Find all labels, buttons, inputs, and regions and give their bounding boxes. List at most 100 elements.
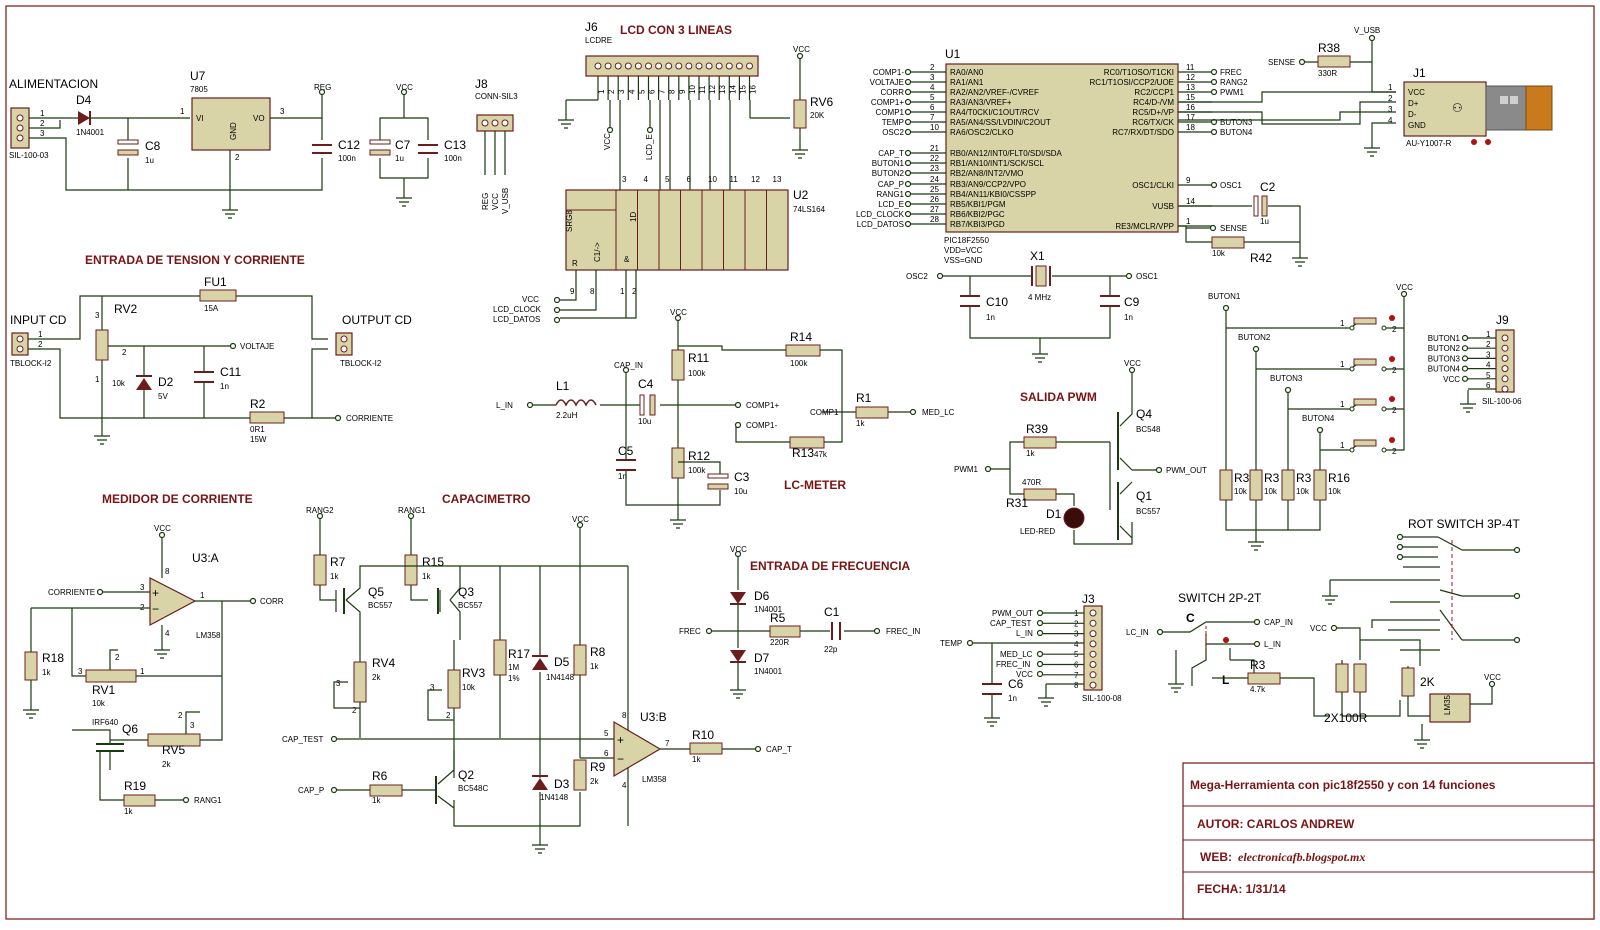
- buttons-section: BUTON1 BUTON2 BUTON3 BUTON4 VCC 12121212…: [1208, 283, 1522, 551]
- svg-text:R3: R3: [1264, 471, 1280, 485]
- mcu-net-label: CAP_P: [878, 180, 904, 189]
- svg-text:13: 13: [718, 85, 727, 94]
- svg-text:R15: R15: [422, 555, 444, 569]
- mcu-net-label: LCD_CLOCK: [856, 210, 905, 219]
- svg-text:COMP1: COMP1: [810, 408, 839, 417]
- svg-text:BUTON1: BUTON1: [1208, 292, 1241, 301]
- svg-text:AU-Y1007-R: AU-Y1007-R: [1406, 139, 1452, 148]
- svg-text:6: 6: [687, 175, 692, 184]
- j9-pin-label: BUTON3: [1428, 354, 1461, 363]
- svg-text:15: 15: [1186, 93, 1195, 102]
- svg-text:ENTRADA DE FRECUENCIA: ENTRADA DE FRECUENCIA: [750, 559, 911, 573]
- svg-text:−: −: [152, 602, 159, 616]
- usb-icon: ⚇: [1452, 101, 1463, 115]
- svg-text:J6: J6: [585, 20, 598, 34]
- svg-text:9: 9: [678, 89, 687, 94]
- svg-text:20K: 20K: [810, 111, 825, 120]
- svg-text:FREC: FREC: [679, 627, 701, 636]
- svg-text:TBLOCK-I2: TBLOCK-I2: [10, 359, 52, 368]
- svg-text:2k: 2k: [372, 673, 381, 682]
- svg-text:28: 28: [930, 215, 939, 224]
- svg-text:2: 2: [1388, 94, 1393, 103]
- mcu-pin-label: RC1/T1OSI/CCP2/UOE: [1090, 78, 1174, 87]
- svg-text:R6: R6: [372, 769, 388, 783]
- svg-text:3: 3: [617, 89, 626, 94]
- svg-text:4: 4: [1486, 361, 1491, 370]
- svg-text:C6: C6: [1008, 677, 1024, 691]
- svg-text:REG: REG: [481, 193, 490, 210]
- svg-text:5: 5: [930, 93, 935, 102]
- svg-text:15W: 15W: [250, 435, 267, 444]
- svg-text:LCDRE: LCDRE: [585, 36, 612, 45]
- svg-text:4: 4: [1074, 640, 1079, 649]
- mcu-pin-label: RC5/D+/VP: [1132, 108, 1174, 117]
- svg-text:OSC1: OSC1: [1136, 272, 1158, 281]
- svg-text:2: 2: [1392, 366, 1397, 375]
- svg-text:10u: 10u: [734, 487, 747, 496]
- svg-text:10k: 10k: [1234, 487, 1248, 496]
- svg-text:3: 3: [622, 175, 627, 184]
- svg-text:BUTON4: BUTON4: [1302, 414, 1335, 423]
- j9-pin-label: BUTON4: [1428, 365, 1461, 374]
- mcu-net-label: OSC1: [1220, 181, 1242, 190]
- svg-text:VI: VI: [196, 114, 204, 123]
- svg-text:3: 3: [336, 679, 341, 688]
- svg-text:RV1: RV1: [92, 683, 115, 697]
- svg-text:VCC: VCC: [670, 308, 687, 317]
- svg-text:1k: 1k: [692, 755, 701, 764]
- svg-text:1: 1: [180, 107, 185, 116]
- svg-text:R10: R10: [692, 728, 714, 742]
- svg-text:R1: R1: [856, 391, 872, 405]
- c8-value: 1u: [145, 156, 154, 165]
- svg-text:CAPACIMETRO: CAPACIMETRO: [442, 492, 530, 506]
- svg-text:C9: C9: [1124, 295, 1140, 309]
- mcu-net-label: FREC: [1220, 68, 1242, 77]
- svg-text:3: 3: [430, 683, 435, 692]
- svg-text:3: 3: [930, 73, 935, 82]
- svg-text:CAP_T: CAP_T: [766, 745, 792, 754]
- svg-text:4: 4: [627, 89, 636, 94]
- mcu-pin-label: RB6/KBI2/PGC: [950, 210, 1005, 219]
- svg-text:VDD=VCC: VDD=VCC: [944, 246, 983, 255]
- svg-text:D+: D+: [1408, 99, 1419, 108]
- j6-pin: [725, 62, 733, 70]
- j6-pin: [715, 62, 723, 70]
- mcu-net-label: BUTON4: [1220, 128, 1253, 137]
- sil3-label: SIL-100-03: [9, 151, 49, 160]
- svg-text:V_USB: V_USB: [1354, 26, 1380, 35]
- svg-text:D2: D2: [158, 375, 174, 389]
- svg-text:D7: D7: [754, 651, 770, 665]
- svg-text:R3: R3: [1250, 658, 1266, 672]
- svg-text:RV4: RV4: [372, 656, 395, 670]
- svg-text:3: 3: [280, 107, 285, 116]
- svg-text:LM358: LM358: [196, 631, 221, 640]
- svg-text:1: 1: [140, 667, 145, 676]
- svg-text:C13: C13: [444, 138, 466, 152]
- svg-text:1k: 1k: [42, 668, 51, 677]
- pushbutton: [1353, 439, 1377, 447]
- svg-text:GND: GND: [229, 122, 238, 140]
- svg-text:MEDIDOR DE CORRIENTE: MEDIDOR DE CORRIENTE: [102, 492, 253, 506]
- svg-text:74LS164: 74LS164: [793, 205, 826, 214]
- j6-pin: [594, 62, 602, 70]
- svg-text:BC548: BC548: [1136, 425, 1161, 434]
- svg-text:1k: 1k: [330, 572, 339, 581]
- svg-text:PWM_OUT: PWM_OUT: [1166, 466, 1207, 475]
- mcu-net-label: BUTON1: [872, 159, 905, 168]
- svg-text:2: 2: [115, 653, 120, 662]
- mcu-net-label: VOLTAJE: [870, 78, 904, 87]
- svg-text:1k: 1k: [124, 807, 133, 816]
- svg-text:3: 3: [78, 667, 83, 676]
- svg-text:0R1: 0R1: [250, 425, 265, 434]
- svg-text:VSS=GND: VSS=GND: [944, 256, 983, 265]
- mcu-net-label: COMP1-: [873, 68, 904, 77]
- svg-text:LED-RED: LED-RED: [1020, 527, 1055, 536]
- svg-text:2: 2: [446, 711, 451, 720]
- svg-text:8: 8: [668, 89, 677, 94]
- svg-text:1k: 1k: [372, 796, 381, 805]
- mcu-net-label: LCD_E: [878, 200, 904, 209]
- svg-text:LCD_E: LCD_E: [645, 134, 654, 160]
- svg-text:2k: 2k: [162, 760, 171, 769]
